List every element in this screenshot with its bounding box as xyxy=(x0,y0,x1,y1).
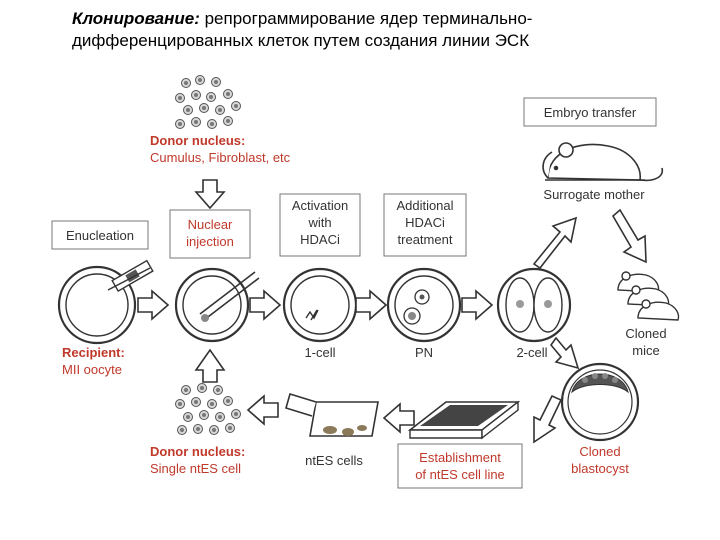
two-cell xyxy=(496,267,572,343)
arrow-donor-to-injection xyxy=(195,179,225,209)
establishment-line1: Establishment xyxy=(419,450,501,465)
cloned-blastocyst-line1: Cloned xyxy=(579,444,620,459)
cloned-mice-line2: mice xyxy=(632,343,659,358)
activation-line3: HDACi xyxy=(300,232,340,247)
recipient-oocyte xyxy=(57,259,154,345)
arrow-surrogate-to-cloned xyxy=(611,208,647,264)
cloned-blastocyst-line2: blastocyst xyxy=(571,461,629,476)
additional-line2: HDACi xyxy=(405,215,445,230)
nuclear-injection-box xyxy=(169,209,251,259)
donor-cells-bottom xyxy=(175,383,241,435)
multiwell-plate xyxy=(407,400,521,440)
cloned-mice xyxy=(617,271,680,321)
arrow-2cell-to-blastocyst xyxy=(549,336,580,370)
arrow-donor-bottom-to-injection xyxy=(194,348,226,383)
arrow-2cell-to-surrogate xyxy=(532,216,578,270)
additional-line3: treatment xyxy=(398,232,453,247)
surrogate-mother-label: Surrogate mother xyxy=(543,187,645,202)
two-cell-label: 2-cell xyxy=(516,345,547,360)
establishment-box xyxy=(397,443,523,489)
enucleation-box xyxy=(51,220,149,250)
arrow-ntes-to-donor xyxy=(247,395,279,425)
one-cell-label: 1-cell xyxy=(304,345,335,360)
activation-box xyxy=(279,193,361,257)
enucleation-label: Enucleation xyxy=(66,228,134,243)
arrow-pn-to-2cell xyxy=(461,290,493,320)
ntes-cells-label: ntES cells xyxy=(305,453,363,468)
slide-title: Клонирование: репрограммирование ядер те… xyxy=(72,8,712,52)
additional-line1: Additional xyxy=(396,198,453,213)
embryo-transfer-label: Embryo transfer xyxy=(544,105,637,120)
donor-bottom-sub: Single ntES cell xyxy=(150,461,241,476)
recipient-sub: MII oocyte xyxy=(62,362,122,377)
nuclear-injection-line1: Nuclear xyxy=(188,217,233,232)
arrow-blastocyst-to-establishment xyxy=(533,394,563,444)
arrow-recipient-to-injection xyxy=(137,290,169,320)
nuclear-injection-line2: injection xyxy=(186,234,234,249)
arrow-1cell-to-pn xyxy=(355,290,387,320)
pn-label: PN xyxy=(415,345,433,360)
arrow-injection-to-1cell xyxy=(249,290,281,320)
embryo-transfer-box xyxy=(523,97,657,127)
pn-cell xyxy=(386,267,462,343)
donor-top-sub: Cumulus, Fibroblast, etc xyxy=(150,150,291,165)
donor-top-label: Donor nucleus: xyxy=(150,133,245,148)
establishment-line2: of ntES cell line xyxy=(415,467,505,482)
donor-cells-top xyxy=(175,75,241,129)
recipient-label: Recipient: xyxy=(62,345,125,360)
activation-line1: Activation xyxy=(292,198,348,213)
activation-line2: with xyxy=(307,215,331,230)
cloned-blastocyst xyxy=(560,362,640,442)
title-rest: репрограммирование ядер терминально-дифф… xyxy=(72,9,533,50)
injection-cell xyxy=(174,267,260,343)
additional-hdaci-box xyxy=(383,193,467,257)
donor-bottom-label: Donor nucleus: xyxy=(150,444,245,459)
ntes-flask xyxy=(285,392,379,437)
arrow-establishment-to-ntes xyxy=(383,403,415,433)
surrogate-mother-mouse xyxy=(542,142,664,182)
cloned-mice-line1: Cloned xyxy=(625,326,666,341)
one-cell xyxy=(282,267,358,343)
title-bold: Клонирование: xyxy=(72,9,200,28)
